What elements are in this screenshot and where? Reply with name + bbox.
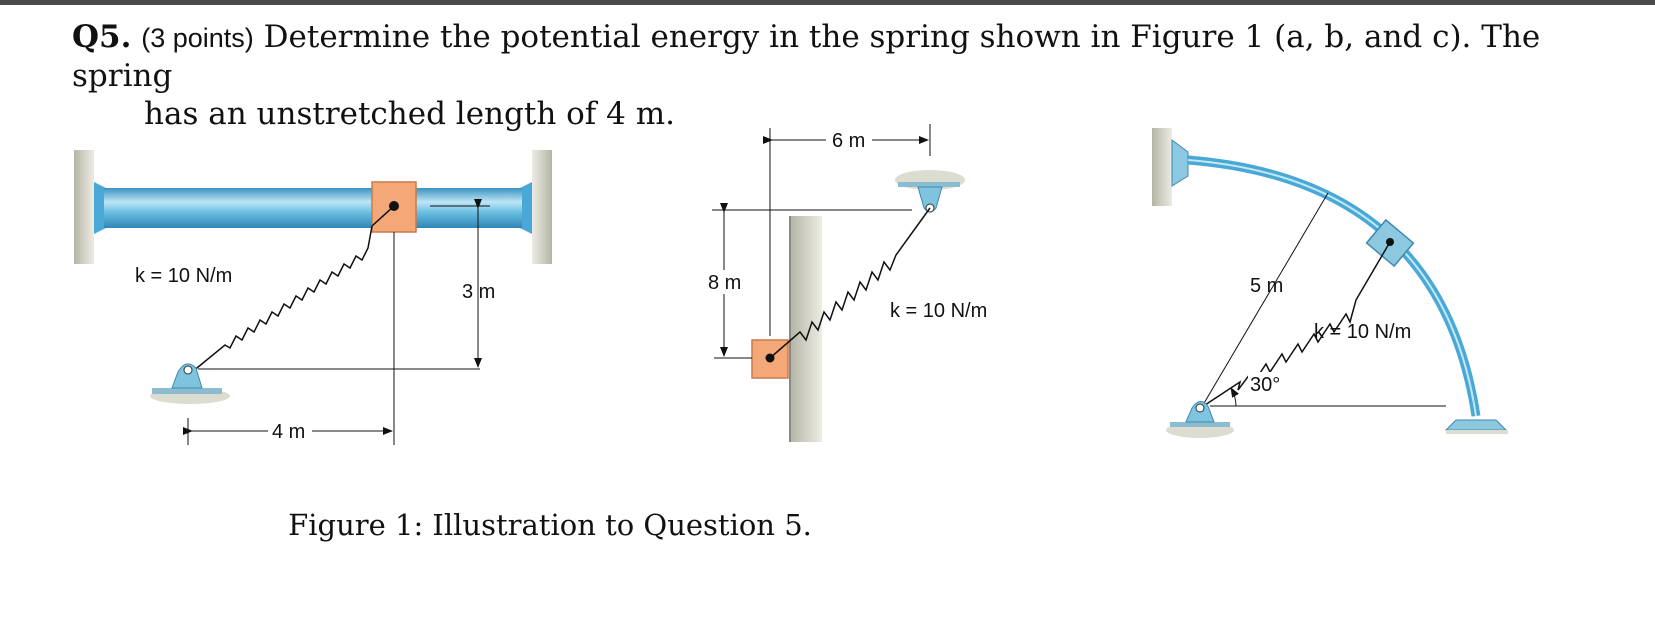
right-rod-mount bbox=[520, 182, 532, 234]
right-wall bbox=[532, 150, 552, 264]
support-pin-c bbox=[1195, 403, 1205, 413]
figure-a: k = 10 N/m 3 m 4 m bbox=[74, 150, 552, 445]
k-label-a: k = 10 N/m bbox=[135, 265, 232, 287]
question-line-1: Q5. (3 points) Determine the potential e… bbox=[72, 18, 1632, 95]
angle-label-c: 30° bbox=[1250, 374, 1280, 396]
ceiling-plate-b bbox=[898, 182, 960, 187]
question-points: (3 points) bbox=[141, 23, 254, 53]
height-label-b: 8 m bbox=[708, 272, 741, 294]
width-label-bg-a bbox=[268, 420, 312, 442]
angle-arc-c bbox=[1230, 387, 1240, 407]
figure-c: 5 m k = 10 N/m 30° bbox=[1152, 128, 1508, 438]
spring-b bbox=[769, 207, 931, 359]
left-wall bbox=[74, 150, 94, 264]
figure-b: 6 m 8 m k = 10 N/m bbox=[706, 124, 987, 442]
k-label-b: k = 10 N/m bbox=[890, 300, 987, 322]
angle-label-bg-c bbox=[1248, 372, 1284, 396]
pin-support-a bbox=[171, 363, 203, 389]
question-text-line1: Determine the potential energy in the sp… bbox=[72, 19, 1541, 94]
question-label: Q5. bbox=[72, 19, 132, 55]
figure-1: k = 10 N/m 3 m 4 m 6 m 8 m k = 10 N/m bbox=[74, 124, 1508, 445]
wall-c bbox=[1152, 128, 1172, 206]
figure-caption: Figure 1: Illustration to Question 5. bbox=[288, 508, 812, 542]
k-label-c: k = 10 N/m bbox=[1314, 321, 1411, 343]
question-text-line2: has an unstretched length of 4 m. bbox=[144, 96, 675, 132]
spring-a bbox=[191, 205, 395, 373]
width-label-a: 4 m bbox=[272, 421, 305, 443]
question-text: Q5. (3 points) Determine the potential e… bbox=[72, 18, 1632, 133]
base-plate-c bbox=[1170, 422, 1230, 427]
height-label-bg-b bbox=[706, 270, 744, 294]
left-rod-mount bbox=[94, 182, 106, 234]
support-pin-a bbox=[183, 365, 193, 375]
height-label-a: 3 m bbox=[462, 281, 495, 303]
radius-label-c: 5 m bbox=[1250, 275, 1283, 297]
width-label-bg-b bbox=[826, 128, 872, 152]
radius-line-c bbox=[1199, 192, 1329, 411]
horizontal-rod bbox=[104, 188, 522, 228]
arc-base-shadow bbox=[1446, 430, 1508, 434]
base-plate-a bbox=[152, 388, 222, 394]
top-label-b: 6 m bbox=[832, 130, 865, 152]
arc-top-mount bbox=[1171, 139, 1189, 187]
arc-bottom-mount bbox=[1444, 419, 1508, 431]
top-border bbox=[0, 0, 1655, 5]
